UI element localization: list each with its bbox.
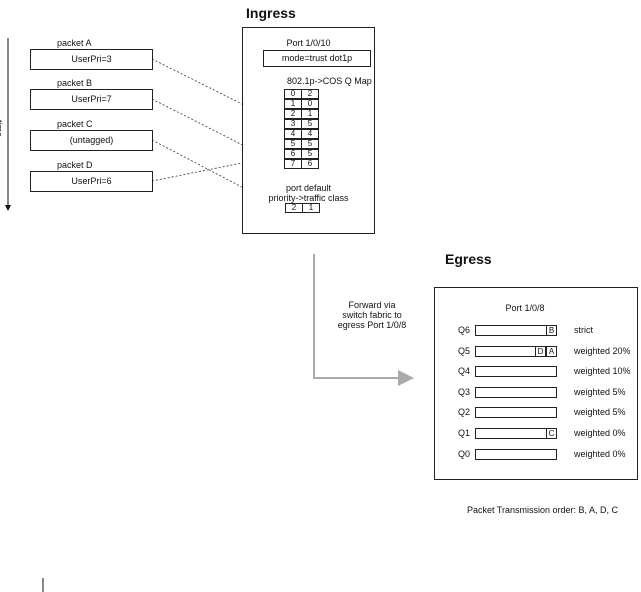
time-label: time <box>0 120 4 138</box>
queue-bar-6 <box>475 449 557 460</box>
queue-policy-1: weighted 20% <box>574 346 631 356</box>
transmission-order: Packet Transmission order: B, A, D, C <box>467 505 619 515</box>
packet-b-name: packet B <box>57 78 93 88</box>
queue-policy-6: weighted 0% <box>574 449 626 459</box>
map-title: 802.1p->COS Q Map <box>287 76 372 86</box>
egress-port-panel: Port 1/0/8 <box>434 287 638 480</box>
egress-title: Egress <box>445 251 492 267</box>
queue-bar-0: B <box>475 325 557 336</box>
cos-map-cell-2-0: 2 <box>284 109 302 119</box>
queue-policy-3: weighted 5% <box>574 387 626 397</box>
queue-name-0: Q6 <box>458 325 471 335</box>
cos-map-cell-5-0: 5 <box>284 139 302 149</box>
cos-map-cell-4-1: 4 <box>301 129 319 139</box>
queue-name-1: Q5 <box>458 346 471 356</box>
packet-a-value: UserPri=3 <box>71 54 112 64</box>
cos-map-cell-3-0: 3 <box>284 119 302 129</box>
cos-map-cell-1-1: 0 <box>301 99 319 109</box>
packet-c-box: (untagged) <box>30 130 153 151</box>
queue-bar-4 <box>475 407 557 418</box>
cos-map-cell-6-1: 5 <box>301 149 319 159</box>
mode-box: mode=trust dot1p <box>263 50 371 67</box>
port-default-line2: priority->traffic class <box>268 193 349 203</box>
queue-bar-3 <box>475 387 557 398</box>
port-default-cell-0: 2 <box>285 203 303 213</box>
queue-policy-5: weighted 0% <box>574 428 626 438</box>
queue-name-4: Q2 <box>458 407 471 417</box>
cos-map-cell-0-1: 2 <box>301 89 319 99</box>
egress-port-label: Port 1/0/8 <box>505 303 545 313</box>
packet-b-value: UserPri=7 <box>71 94 112 104</box>
port-default-line1: port default <box>285 183 332 193</box>
queue-name-3: Q3 <box>458 387 471 397</box>
queue-bar-5: C <box>475 428 557 439</box>
queue-policy-2: weighted 10% <box>574 366 631 376</box>
queue-packet-tag: C <box>546 428 557 439</box>
cos-map-cell-0-0: 0 <box>284 89 302 99</box>
packet-c-name: packet C <box>57 119 93 129</box>
forward-label-line1: Forward via <box>348 300 396 310</box>
mode-label: mode=trust dot1p <box>281 53 353 63</box>
packet-c-value: (untagged) <box>69 135 114 145</box>
packet-b-box: UserPri=7 <box>30 89 153 110</box>
forward-label-line3: egress Port 1/0/8 <box>337 320 407 330</box>
port-default-cell-1: 1 <box>302 203 320 213</box>
queue-packet-tag: A <box>546 346 557 357</box>
cos-map-cell-3-1: 5 <box>301 119 319 129</box>
cos-map-cell-6-0: 6 <box>284 149 302 159</box>
forward-arrow <box>313 254 414 386</box>
queue-policy-0: strict <box>574 325 593 335</box>
cos-map-cell-7-1: 6 <box>301 159 319 169</box>
packet-d-value: UserPri=6 <box>71 176 112 186</box>
queue-packet-tag: D <box>535 346 546 357</box>
queue-policy-4: weighted 5% <box>574 407 626 417</box>
cos-map-cell-7-0: 7 <box>284 159 302 169</box>
ingress-title: Ingress <box>246 5 296 21</box>
queue-packet-tag: B <box>546 325 557 336</box>
packet-c-connector <box>151 139 283 209</box>
ingress-port-label: Port 1/0/10 <box>286 38 331 48</box>
packet-d-box: UserPri=6 <box>30 171 153 192</box>
cos-map-cell-4-0: 4 <box>284 129 302 139</box>
queue-name-2: Q4 <box>458 366 471 376</box>
ingress-port-panel: Port 1/0/10 mode=trust dot1p 802.1p->COS… <box>242 27 375 234</box>
packet-a-box: UserPri=3 <box>30 49 153 70</box>
cos-map-cell-2-1: 1 <box>301 109 319 119</box>
cos-map-cell-5-1: 5 <box>301 139 319 149</box>
queue-name-5: Q1 <box>458 428 471 438</box>
queue-name-6: Q0 <box>458 449 471 459</box>
forward-label-line2: switch fabric to <box>342 310 402 320</box>
packet-d-name: packet D <box>57 160 93 170</box>
cos-map-cell-1-0: 1 <box>284 99 302 109</box>
queue-bar-2 <box>475 366 557 377</box>
packet-a-name: packet A <box>57 38 92 48</box>
